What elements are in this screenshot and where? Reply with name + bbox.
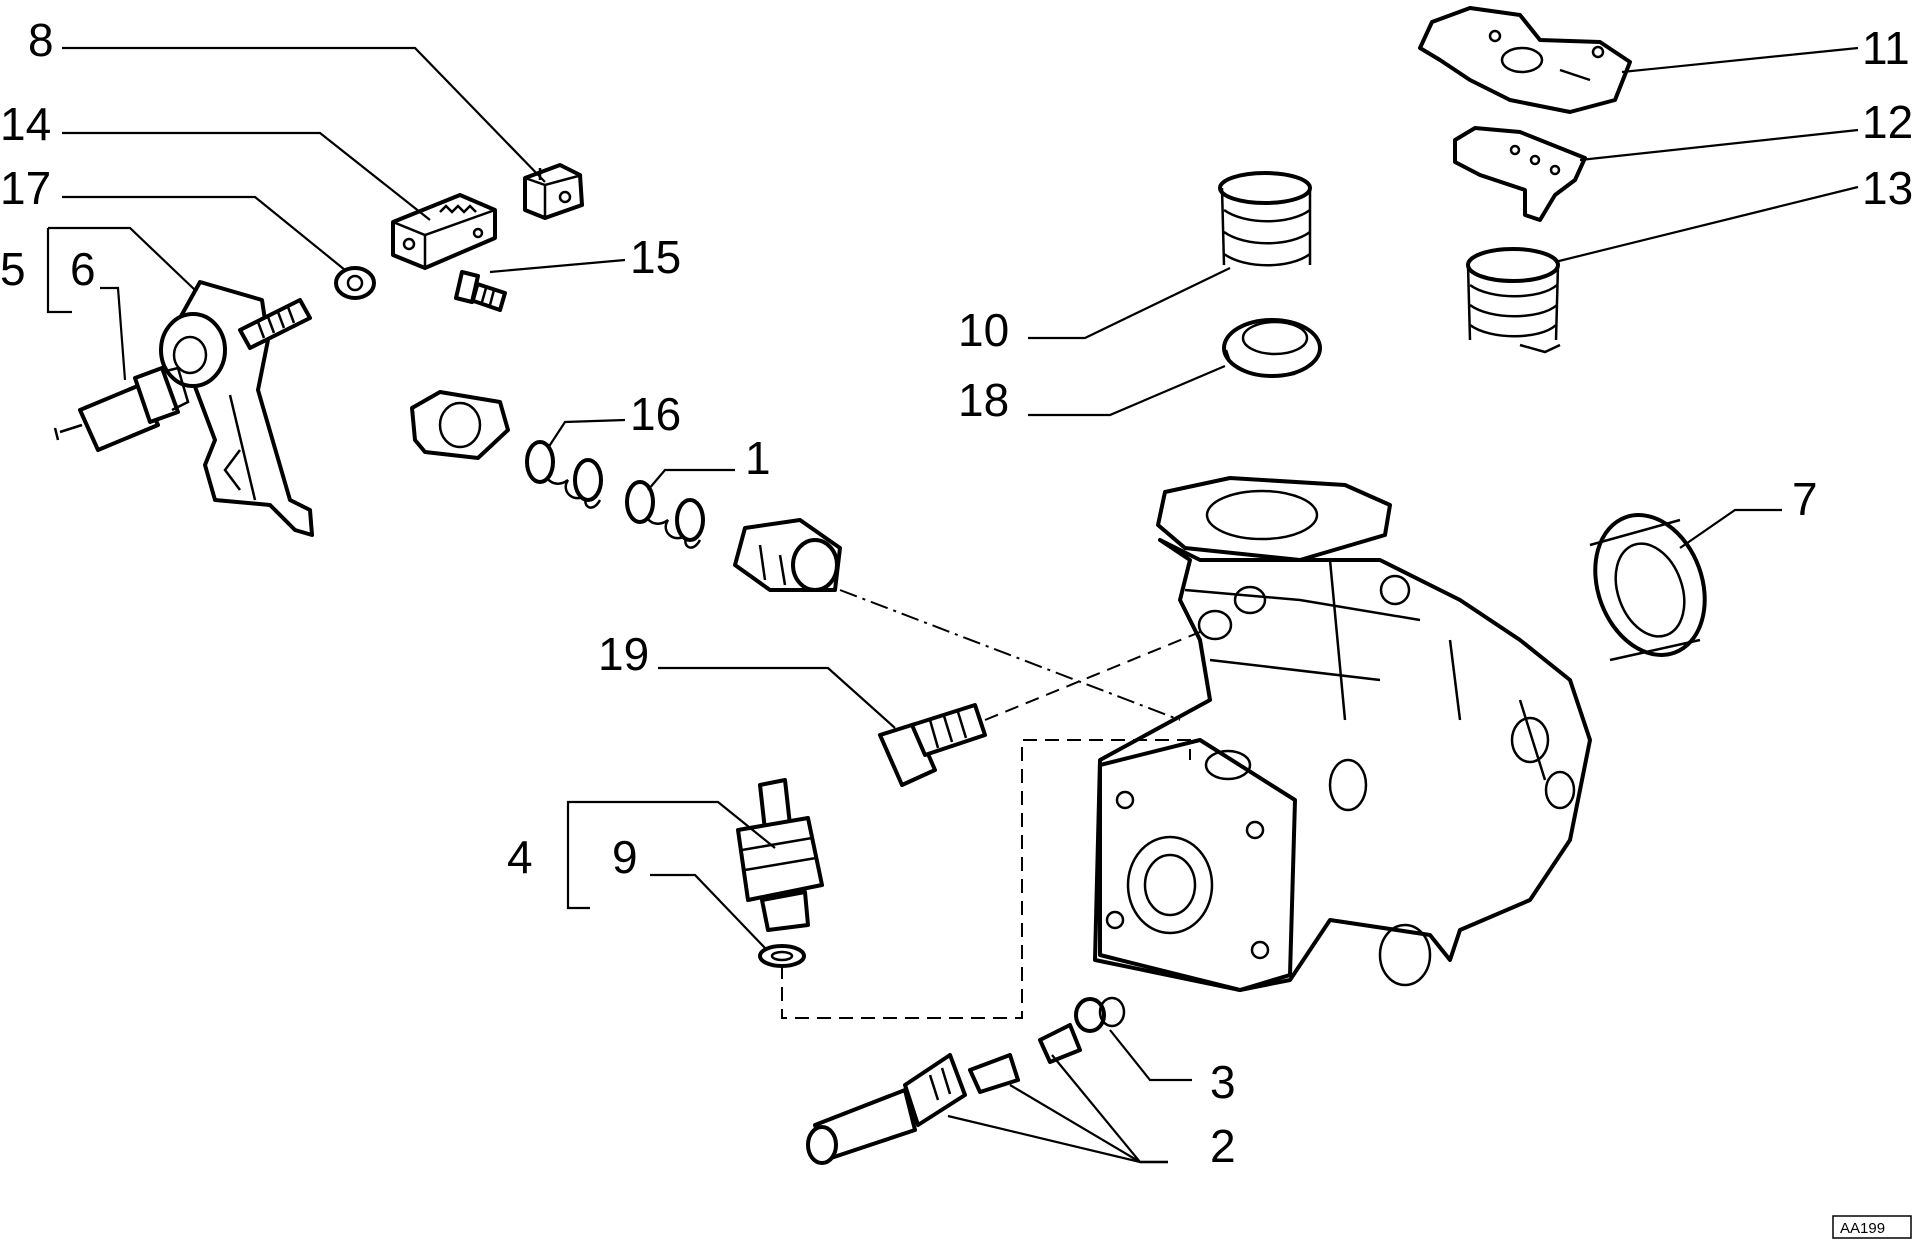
- label-10: 10: [958, 304, 1009, 356]
- label-18: 18: [958, 374, 1009, 426]
- part-13-spring: [1466, 247, 1561, 354]
- part-19-bolt: [878, 703, 987, 787]
- part-drawings: [53, 6, 1707, 1165]
- assembly-line-valve: [781, 739, 1191, 1019]
- part-12-plate: [1453, 126, 1587, 222]
- label-7: 7: [1792, 473, 1818, 525]
- part-9-washer: [758, 944, 806, 968]
- part-11-plate: [1418, 6, 1632, 114]
- part-2-fitting: [806, 996, 1126, 1165]
- label-4: 4: [507, 831, 533, 883]
- label-3: 3: [1210, 1056, 1236, 1108]
- gasket-small: [410, 390, 510, 460]
- part-15-bolt: [454, 270, 507, 312]
- part-14-block: [391, 193, 497, 270]
- part-labels: 8 14 17 5 6 15 16 1 11 12 13 10 18 7 19 …: [0, 14, 1913, 1172]
- label-2: 2: [1210, 1120, 1236, 1172]
- label-8: 8: [28, 14, 54, 66]
- plunger: [733, 518, 842, 592]
- part-1-spring: [625, 480, 705, 549]
- label-12: 12: [1862, 96, 1913, 148]
- part-10-spring: [1218, 171, 1312, 267]
- label-5: 5: [0, 243, 26, 295]
- label-9: 9: [612, 831, 638, 883]
- label-17: 17: [0, 162, 51, 214]
- part-17-nut: [334, 266, 376, 300]
- part-6-sensor: [53, 366, 190, 452]
- part-5-bracket-assembly: [159, 280, 314, 537]
- label-6: 6: [70, 243, 96, 295]
- part-4-valve: [736, 778, 824, 932]
- label-1: 1: [745, 432, 771, 484]
- label-13: 13: [1862, 162, 1913, 214]
- part-7-seal-ring: [1589, 513, 1707, 662]
- leader-lines: [46, 46, 1859, 1164]
- reference-code: AA199: [1840, 1220, 1885, 1237]
- label-14: 14: [0, 98, 51, 150]
- label-16: 16: [630, 388, 681, 440]
- assembly-line-bolt: [984, 631, 1201, 721]
- label-11: 11: [1862, 22, 1910, 74]
- part-18-gear: [1222, 318, 1322, 378]
- part-8-clip: [523, 163, 584, 220]
- pump-housing: [1093, 476, 1592, 992]
- label-19: 19: [598, 628, 649, 680]
- part-16-spring: [525, 440, 603, 509]
- assembly-line-plunger: [839, 589, 1181, 721]
- reference-code-box: AA199: [1832, 1215, 1912, 1239]
- label-15: 15: [630, 231, 681, 283]
